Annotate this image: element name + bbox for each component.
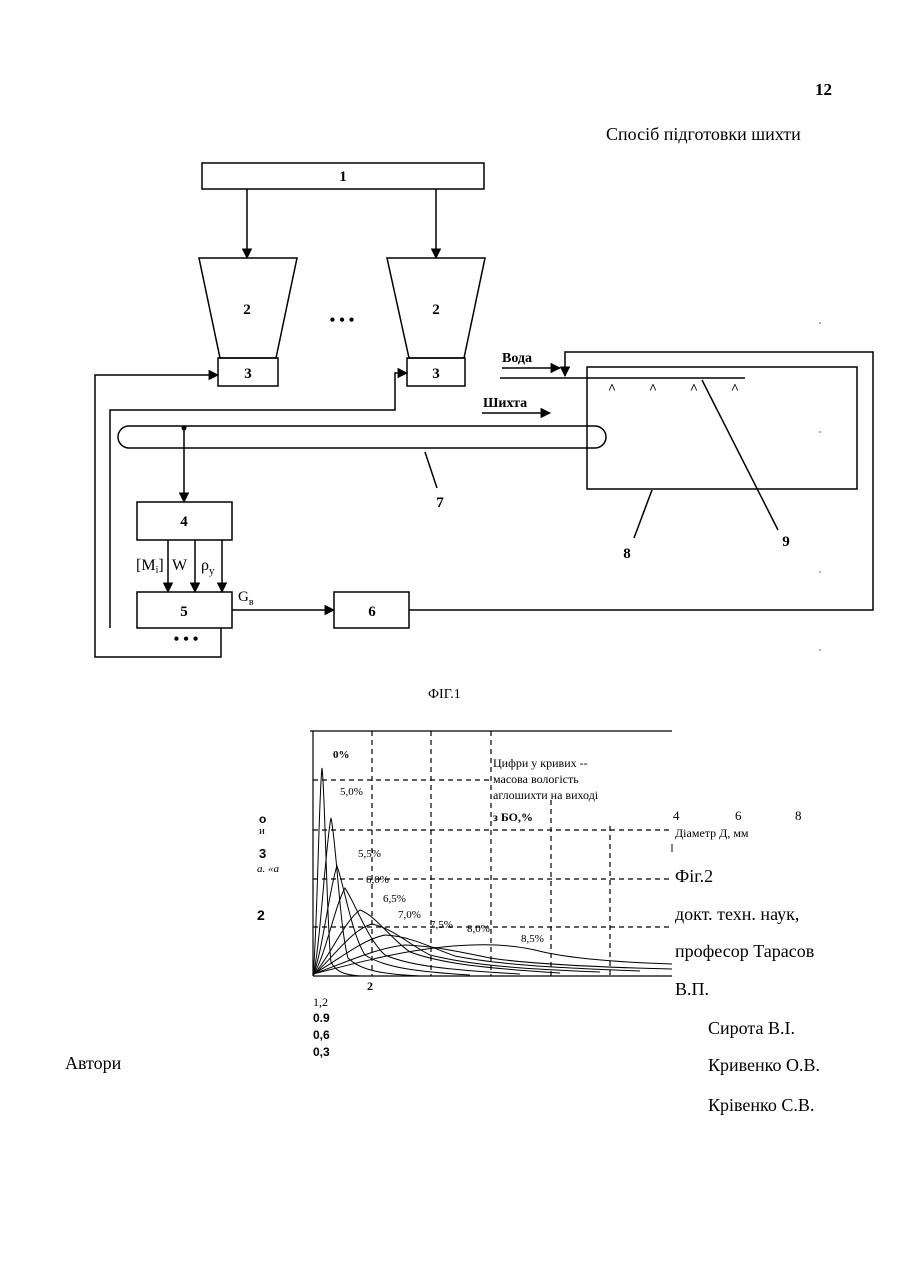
- curve-label-6-5: 6,5%: [383, 893, 406, 905]
- curve-label-7-5: 7,5%: [430, 919, 453, 931]
- signature-initials: В.П.: [675, 979, 709, 1000]
- note-line-2: масова вологість: [493, 772, 579, 786]
- y-stray-a: а. «а: [257, 863, 279, 875]
- y-tick-0-6: 0,6: [313, 1028, 330, 1042]
- note-line-1: Цифри у кривих --: [493, 756, 588, 770]
- authors-label: Автори: [65, 1053, 121, 1074]
- curve-label-5-0: 5,0%: [340, 786, 363, 798]
- y-stray-i: и: [259, 825, 265, 837]
- y-tick-1-2: 1,2: [313, 995, 328, 1010]
- signature-title-name: професор Тарасов: [675, 941, 814, 962]
- author-1: Сирота В.І.: [708, 1018, 795, 1039]
- curve-8-5: [313, 945, 672, 974]
- curve-label-6-0: 6,0%: [366, 874, 389, 886]
- note-line-3: аглошихти на виході: [493, 788, 599, 802]
- x-tick-2: 2: [367, 979, 373, 993]
- curve-label-0: 0%: [333, 749, 350, 761]
- curve-label-8-0: 8,0%: [467, 923, 490, 935]
- signature-degree: докт. техн. наук,: [675, 904, 799, 925]
- author-3: Крівенко С.В.: [708, 1095, 814, 1116]
- curve-label-8-5: 8,5%: [521, 933, 544, 945]
- y-tick-0-9: 0.9: [313, 1011, 330, 1025]
- curve-0: [313, 768, 360, 976]
- note-line-4: з БО,%: [493, 810, 533, 824]
- y-stray-3: 3: [259, 846, 266, 861]
- x-axis-label: Діаметр Д, мм: [675, 826, 749, 840]
- x-tick-8: 8: [795, 808, 802, 823]
- curve-7-5: [313, 935, 640, 974]
- curve-label-7-0: 7,0%: [398, 909, 421, 921]
- x-tick-6: 6: [735, 808, 742, 823]
- curve-label-5-5: 5,5%: [358, 848, 381, 860]
- y-stray-2: 2: [257, 907, 265, 923]
- fig2-caption: Фіг.2: [675, 866, 713, 887]
- y-stray-o: о: [259, 812, 266, 826]
- y-tick-0-3: 0,3: [313, 1045, 330, 1059]
- x-tick-4: 4: [673, 808, 680, 823]
- author-2: Кривенко О.В.: [708, 1055, 820, 1076]
